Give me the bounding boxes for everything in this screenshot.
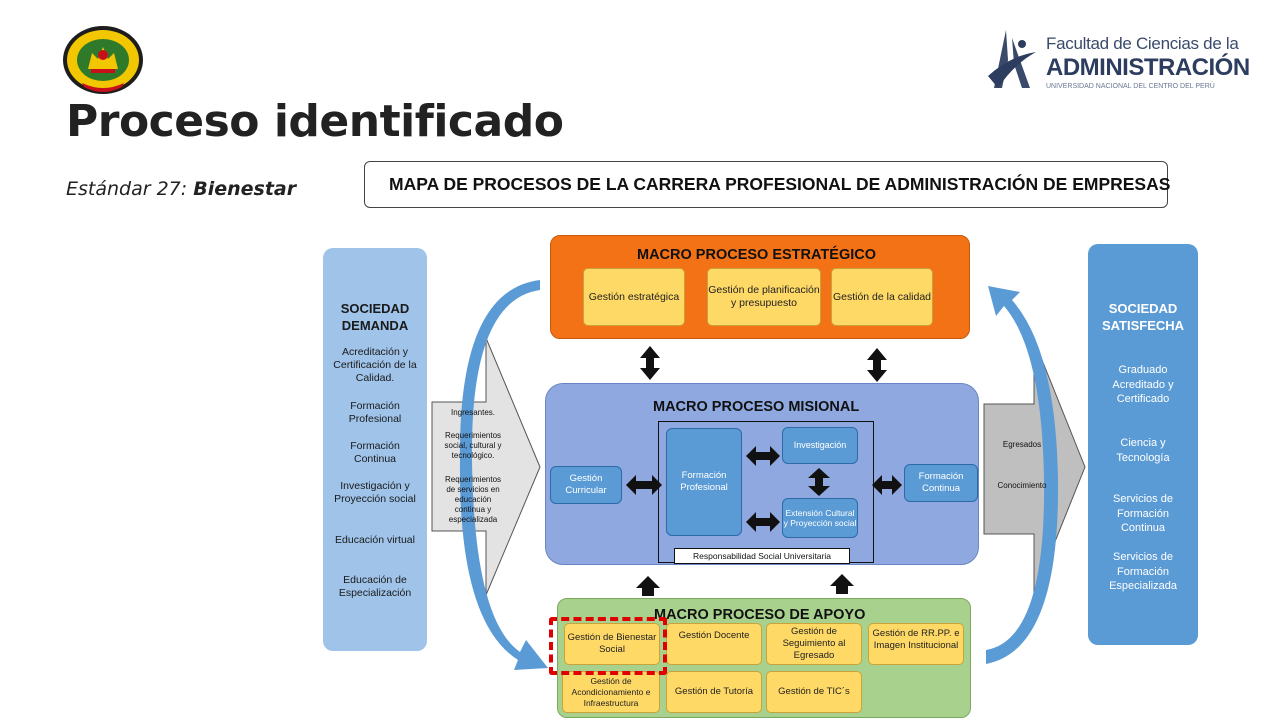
satisfied-item: Ciencia y Tecnología [1116, 437, 1170, 464]
support-box: Gestión de Tutoría [666, 671, 762, 713]
gestion-curricular-box: Gestión Curricular [550, 466, 622, 504]
strategic-box: Gestión de planificación y presupuesto [707, 268, 821, 326]
faculty-name-line2: ADMINISTRACIÓN [1046, 54, 1250, 81]
demand-item: Investigación y Proyección social [334, 480, 416, 505]
rsu-label: Responsabilidad Social Universitaria [674, 548, 850, 564]
society-satisfied-panel: SOCIEDAD SATISFECHA Graduado Acreditado … [1088, 244, 1198, 645]
society-demand-panel: SOCIEDAD DEMANDA Acreditación y Certific… [323, 248, 427, 651]
faculty-emblem-icon [988, 30, 1036, 88]
output-item: Egresados [1002, 440, 1042, 449]
demand-item: Acreditación y Certificación de la Calid… [333, 346, 417, 384]
input-item: Requerimientos de servicios en educación… [444, 475, 502, 524]
satisfied-item: Servicios de Formación Continua [1113, 493, 1173, 534]
demand-item: Formación Continua [350, 440, 400, 465]
double-arrow-left [640, 346, 660, 380]
satisfied-item: Graduado Acreditado y Certificado [1112, 364, 1174, 405]
investigacion-box: Investigación [782, 427, 858, 464]
output-arrow-shape [983, 339, 1086, 595]
standard-label: Estándar 27: [66, 178, 188, 200]
support-title: MACRO PROCESO DE APOYO [654, 607, 866, 623]
support-box-bienestar: Gestión de Bienestar Social [564, 623, 660, 665]
double-arrow-vertical-center [808, 468, 830, 496]
double-arrow-curricular [626, 475, 662, 495]
page-title: Proceso identificado [66, 96, 564, 147]
faculty-logo: Facultad de Ciencias de la ADMINISTRACIÓ… [984, 30, 1250, 94]
extension-box: Extensión Cultural y Proyección social [782, 498, 858, 538]
double-arrow-investigacion [746, 446, 780, 466]
formacion-continua-box: Formación Continua [904, 464, 978, 502]
strategic-title: MACRO PROCESO ESTRATÉGICO [637, 247, 876, 263]
demand-item: Educación virtual [335, 534, 415, 546]
faculty-name-line1: Facultad de Ciencias de la [1046, 34, 1239, 53]
support-box: Gestión de Seguimiento al Egresado [766, 623, 862, 665]
output-item: Conocimiento [997, 481, 1047, 490]
satisfied-item: Servicios de Formación Especializada [1109, 551, 1177, 592]
standard-subtitle: Estándar 27: Bienestar [66, 178, 296, 200]
strategic-box: Gestión estratégica [583, 268, 685, 326]
strategic-macro-process: MACRO PROCESO ESTRATÉGICO Gestión estrat… [550, 235, 970, 339]
support-box: Gestión de Acondicionamiento e Infraestr… [562, 671, 660, 713]
right-curved-arrow [986, 286, 1059, 664]
process-map-title: MAPA DE PROCESOS DE LA CARRERA PROFESION… [364, 161, 1170, 208]
up-arrow-right [830, 574, 854, 594]
bienestar-highlight [549, 617, 667, 675]
input-arrow-shape [431, 337, 541, 596]
demand-item: Formación Profesional [348, 400, 402, 425]
double-arrow-continua [872, 475, 902, 495]
strategic-box: Gestión de la calidad [831, 268, 933, 326]
society-satisfied-title: SOCIEDAD SATISFECHA [1101, 301, 1185, 333]
missional-macro-process: MACRO PROCESO MISIONAL Gestión Curricula… [545, 383, 979, 565]
double-arrow-right [867, 348, 887, 382]
input-item: Requerimientos social, cultural y tecnol… [444, 431, 502, 460]
support-box: Gestión de TIC´s [766, 671, 862, 713]
demand-item: Educación de Especialización [338, 574, 412, 599]
formacion-profesional-box: Formación Profesional [666, 428, 742, 536]
support-box: Gestión Docente [666, 623, 762, 665]
double-arrow-extension [746, 512, 780, 532]
support-box: Gestión de RR.PP. e Imagen Institucional [868, 623, 964, 665]
input-item: Ingresantes. [450, 408, 496, 417]
missional-title: MACRO PROCESO MISIONAL [653, 399, 860, 415]
university-seal-logo [62, 25, 144, 95]
standard-name: Bienestar [193, 178, 297, 200]
up-arrow-left [636, 576, 660, 596]
society-demand-title: SOCIEDAD DEMANDA [340, 301, 410, 333]
faculty-university-line: UNIVERSIDAD NACIONAL DEL CENTRO DEL PERÚ [1046, 83, 1215, 90]
